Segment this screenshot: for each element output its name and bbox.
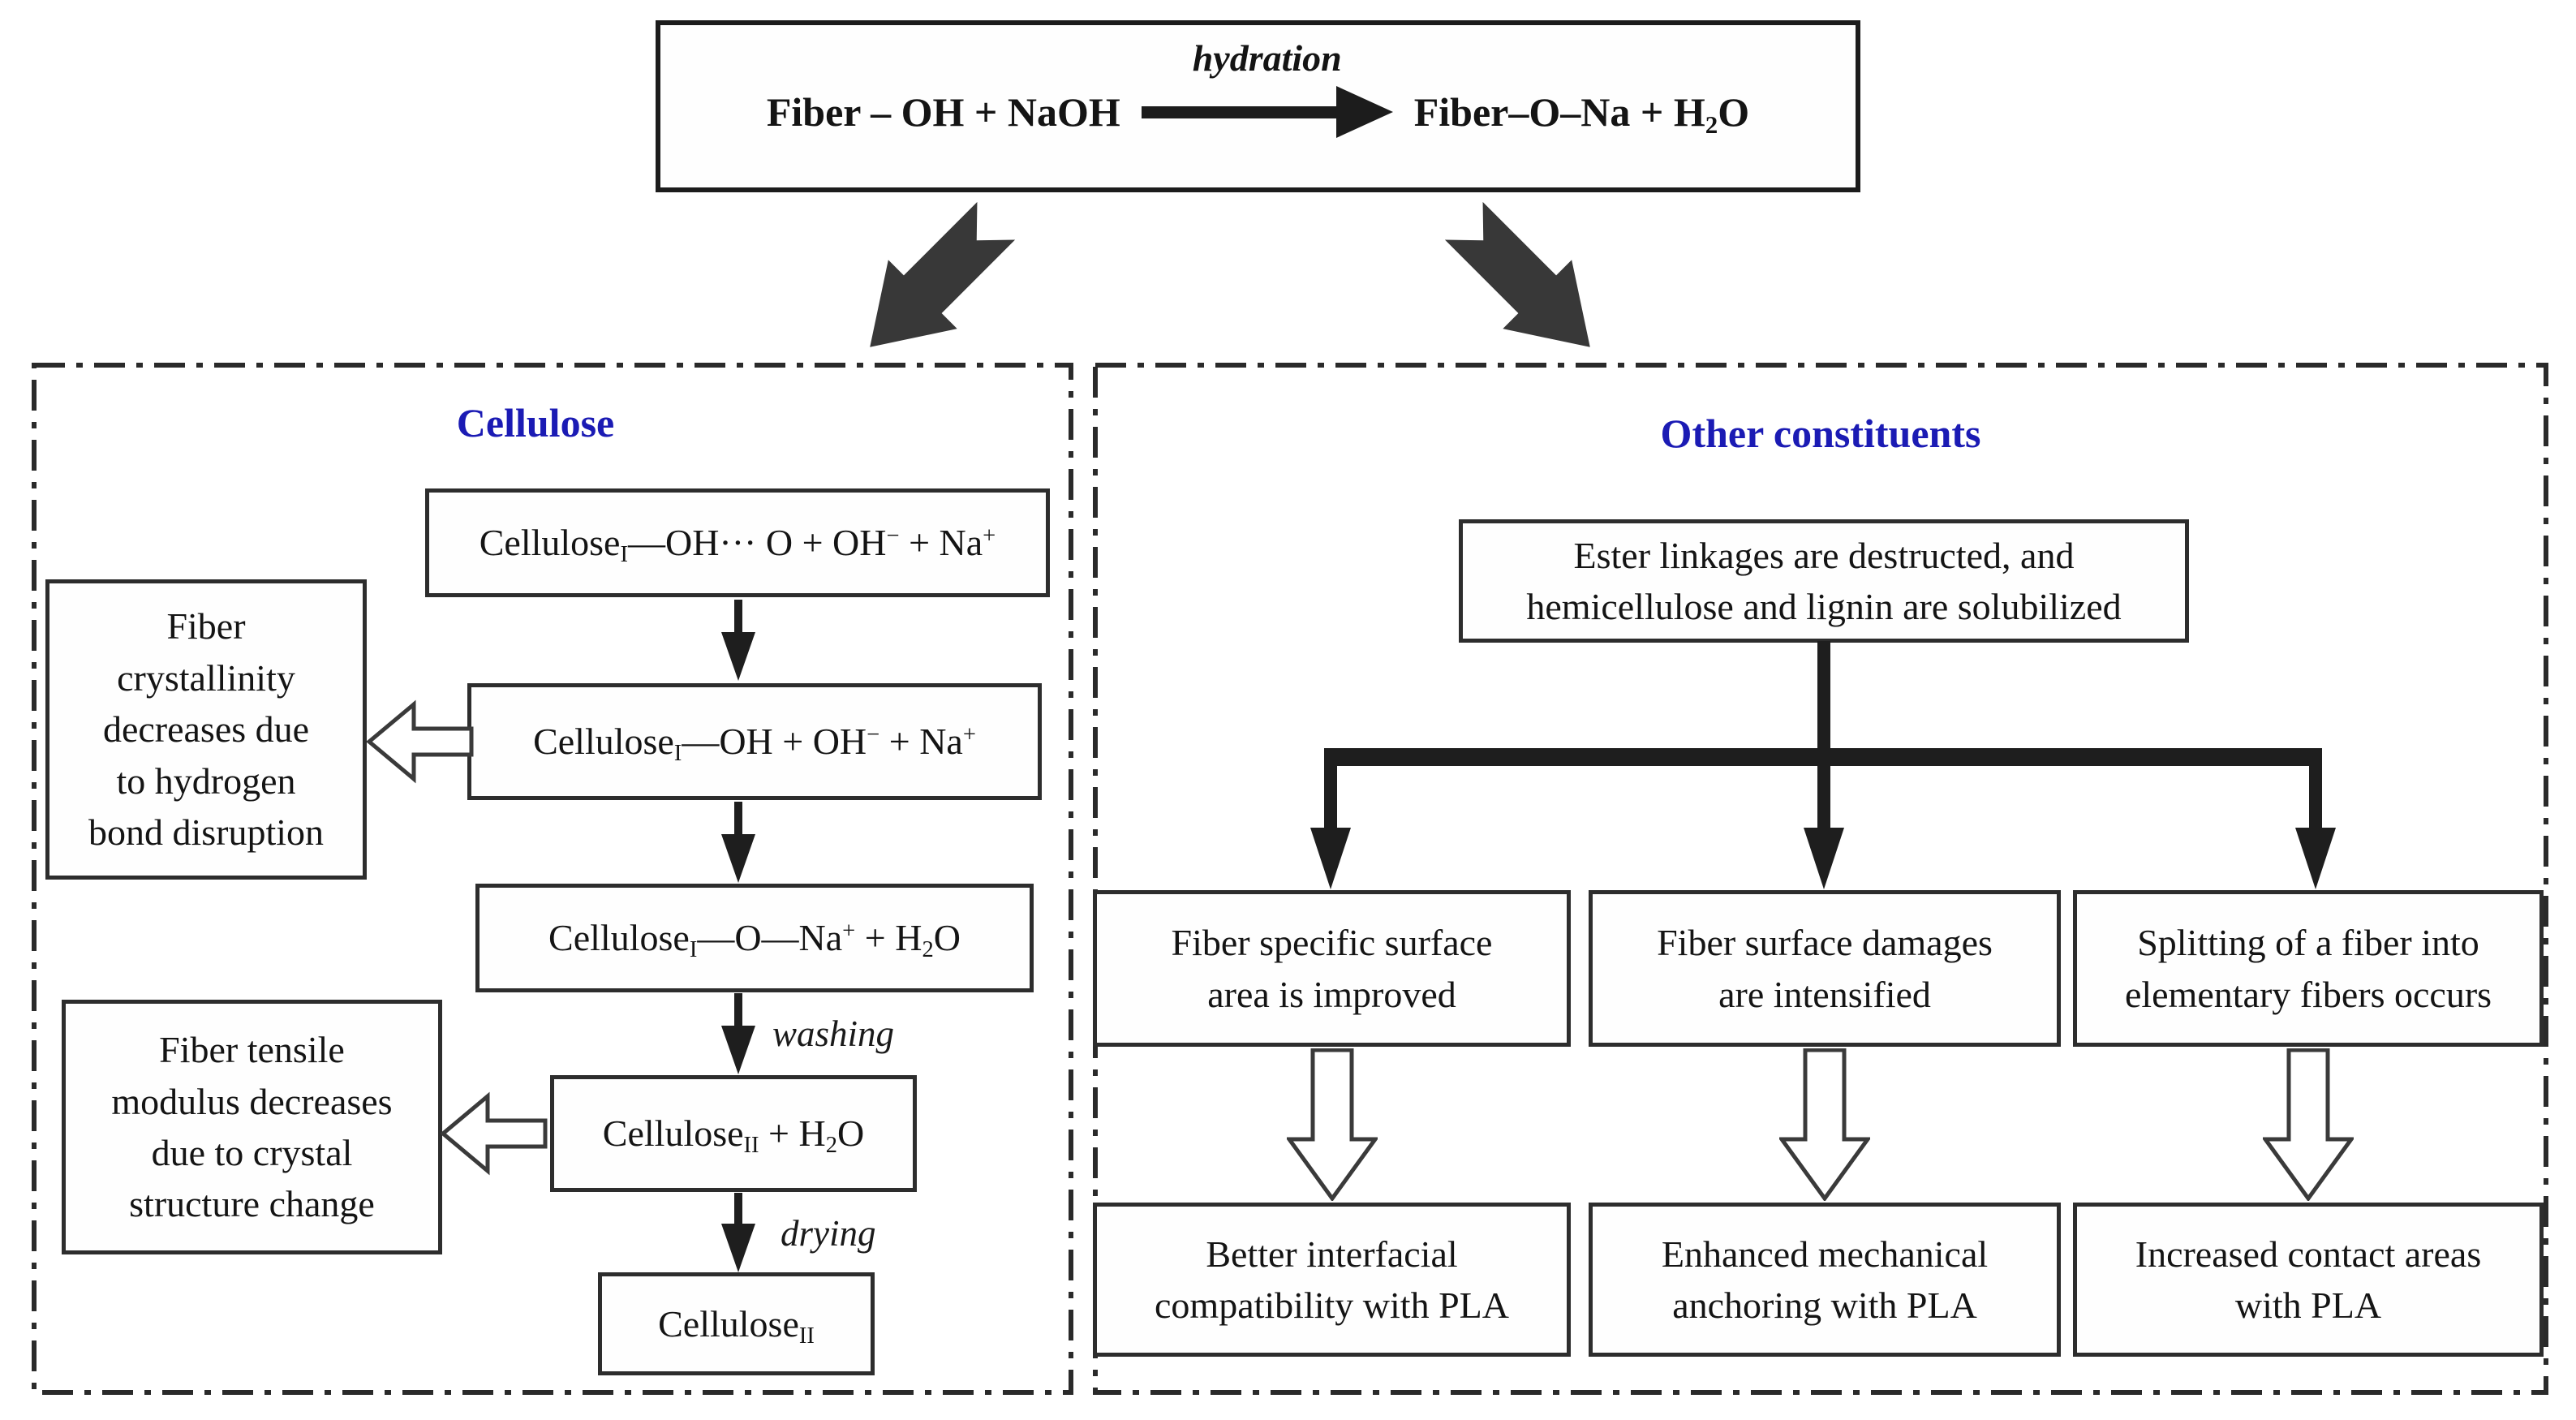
- hydration-label: hydration: [1192, 37, 1342, 79]
- left-arrow-1-icon: [367, 699, 474, 784]
- down-arrow-1-icon: [721, 600, 755, 681]
- f2-post: O: [933, 917, 961, 959]
- formula-cellulose1-oh: CelluloseI—OH + OH− + Na+: [533, 716, 976, 767]
- f0-mid2: + Na: [899, 522, 983, 564]
- box-effect-splitting: Splitting of a fiber into elementary fib…: [2073, 890, 2544, 1047]
- f2-mid2: + H: [855, 917, 922, 959]
- branch-connector-icon: [1310, 641, 2336, 889]
- product-post: O: [1718, 89, 1750, 135]
- cellulose-panel-border: [32, 363, 1073, 1395]
- other-panel-border: [1093, 363, 2548, 1395]
- other-panel-title: Other constituents: [1660, 411, 1981, 456]
- box-outcome-compatibility: Better interfacial compatibility with PL…: [1093, 1203, 1571, 1357]
- product-formula: Fiber–O–Na + H2O: [1413, 88, 1750, 139]
- box-effect-specific-surface: Fiber specific surface area is improved: [1093, 890, 1571, 1047]
- f0-sup2: +: [983, 523, 996, 549]
- note-crystallinity: Fiber crystallinity decreases due to hyd…: [45, 579, 367, 880]
- f2-sub1: I: [689, 937, 698, 963]
- left-arrow-2-icon: [441, 1091, 548, 1176]
- box-outcome-anchoring: Enhanced mechanical anchoring with PLA: [1589, 1203, 2061, 1357]
- box-cellulose1-ona: CelluloseI—O—Na+ + H2O: [475, 884, 1034, 992]
- washing-label: washing: [772, 1013, 895, 1054]
- box-cellulose2-h2o: CelluloseII + H2O: [550, 1075, 917, 1192]
- f3-sub2: 2: [825, 1133, 837, 1159]
- product-sub: 2: [1705, 110, 1718, 139]
- f2-mid1: —O—Na: [697, 917, 843, 959]
- reaction-arrow-wrap: hydration: [1141, 37, 1393, 138]
- f3-mid1: + H: [759, 1112, 826, 1155]
- reaction-box: Fiber – OH + NaOH hydration Fiber–O–Na +…: [656, 20, 1860, 192]
- f0-pre: Cellulose: [479, 522, 621, 564]
- down-arrow-4-icon: [721, 1193, 755, 1272]
- f4-sub1: II: [798, 1323, 815, 1349]
- f0-sup1: −: [886, 523, 900, 549]
- f1-mid2: + Na: [879, 721, 963, 763]
- f3-sub1: II: [743, 1133, 759, 1159]
- f1-sub1: I: [673, 741, 682, 767]
- product-pre: Fiber–O–Na + H: [1413, 89, 1705, 135]
- big-arrow-right-icon: [1444, 201, 1590, 347]
- box-cellulose1-oh: CelluloseI—OH + OH− + Na+: [467, 683, 1042, 800]
- f2-sup1: +: [842, 918, 856, 944]
- f0-sub1: I: [620, 542, 628, 568]
- f1-mid1: —OH + OH: [682, 721, 867, 763]
- formula-cellulose2-h2o: CelluloseII + H2O: [603, 1108, 864, 1159]
- big-arrow-left: [836, 187, 1030, 381]
- f1-pre: Cellulose: [533, 721, 674, 763]
- formula-cellulose1-hbond: CelluloseI—OH··· O + OH− + Na+: [480, 517, 996, 568]
- box-cellulose2: CelluloseII: [598, 1272, 875, 1375]
- box-ester-linkages: Ester linkages are destructed, and hemic…: [1459, 519, 2189, 643]
- down-arrow-3-icon: [721, 993, 755, 1074]
- box-outcome-contact-areas: Increased contact areas with PLA: [2073, 1203, 2544, 1357]
- reaction-arrow-icon: [1141, 86, 1393, 138]
- big-arrow-left-icon: [870, 201, 1016, 347]
- big-arrow-right: [1430, 187, 1624, 381]
- f4-pre: Cellulose: [658, 1302, 799, 1345]
- f3-pre: Cellulose: [602, 1112, 744, 1155]
- reactant-formula: Fiber – OH + NaOH: [766, 89, 1120, 135]
- f2-sub2: 2: [922, 937, 934, 963]
- cellulose-panel-title: Cellulose: [456, 400, 615, 445]
- reaction-row: Fiber – OH + NaOH hydration Fiber–O–Na +…: [766, 37, 1750, 139]
- f2-pre: Cellulose: [548, 917, 690, 959]
- f1-sup2: +: [962, 721, 976, 747]
- hollow-down-arrow-1-icon: [1287, 1048, 1378, 1201]
- formula-cellulose1-ona: CelluloseI—O—Na+ + H2O: [548, 912, 961, 963]
- hollow-down-arrow-2-icon: [1779, 1048, 1870, 1201]
- box-cellulose1-hbond: CelluloseI—OH··· O + OH− + Na+: [425, 488, 1050, 597]
- box-effect-surface-damage: Fiber surface damages are intensified: [1589, 890, 2061, 1047]
- drying-label: drying: [781, 1213, 876, 1254]
- hollow-down-arrow-3-icon: [2263, 1048, 2354, 1201]
- f1-sup1: −: [867, 721, 880, 747]
- note-tensile-modulus: Fiber tensile modulus decreases due to c…: [62, 1000, 442, 1254]
- down-arrow-2-icon: [721, 802, 755, 883]
- f0-mid1: —OH··· O + OH: [627, 522, 887, 564]
- formula-cellulose2: CelluloseII: [658, 1298, 815, 1349]
- f3-post: O: [836, 1112, 865, 1155]
